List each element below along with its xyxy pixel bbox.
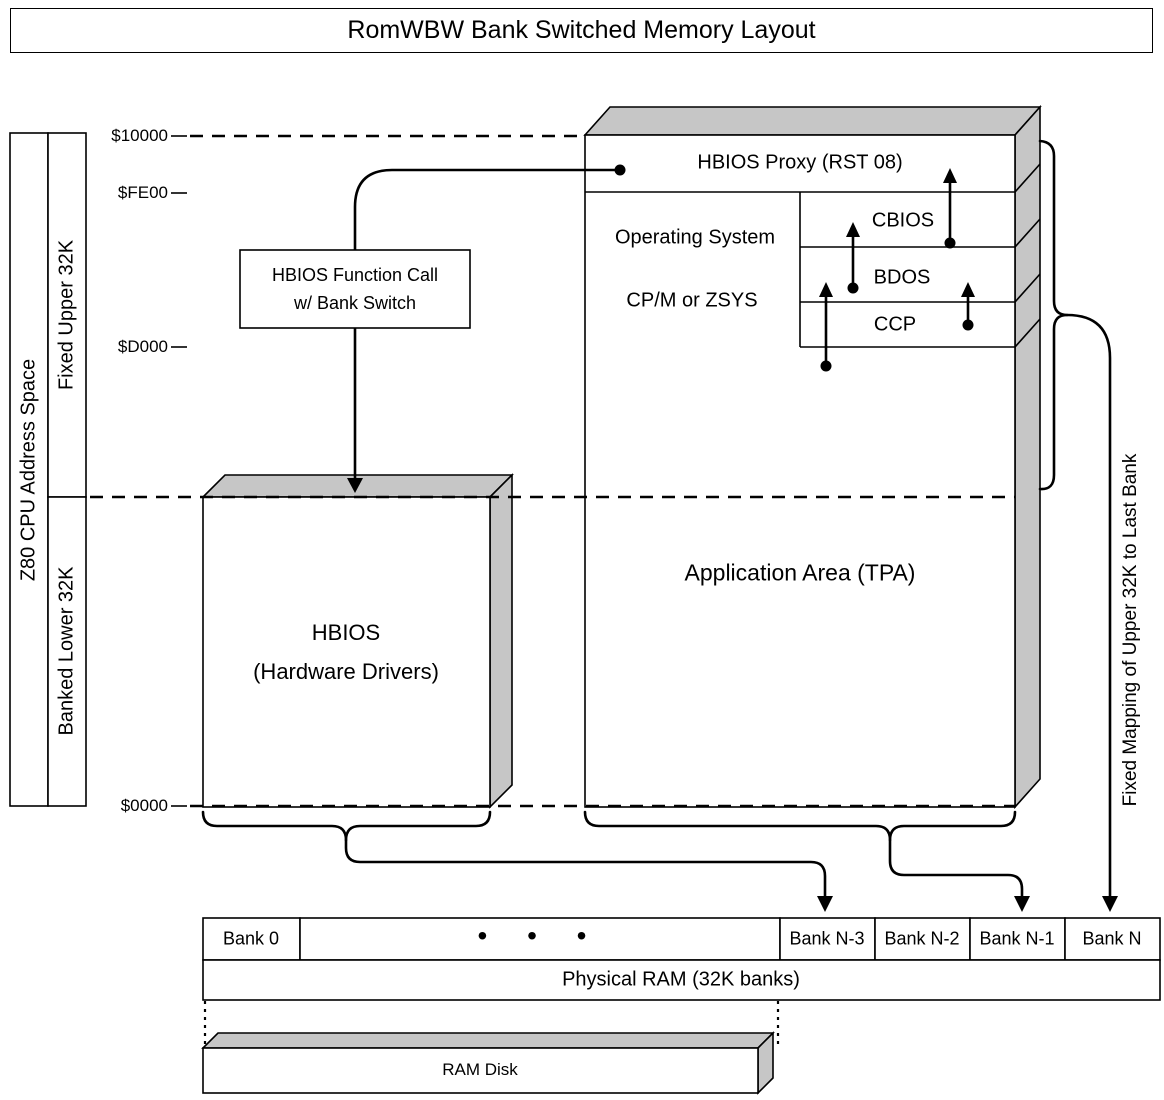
call-note-line2: w/ Bank Switch (293, 293, 417, 313)
address-d000: $D000 (117, 337, 168, 356)
up-arrowhead (943, 168, 957, 183)
arrow-origin-dot (847, 282, 859, 294)
up-arrowhead (846, 222, 860, 237)
ram-disk-box (201, 1031, 775, 1095)
physical-ram-label: Physical RAM (32K banks) (562, 968, 800, 991)
ram-disk-label: RAM Disk (442, 1060, 518, 1079)
main-box-top-face (583, 106, 1042, 136)
address-10000: $10000 (111, 126, 168, 145)
down-curly-brace (201, 810, 492, 842)
bank-n3-label: Bank N-3 (789, 928, 865, 949)
bank-ellipsis-box (299, 917, 781, 961)
bank-row (202, 917, 1161, 1001)
address-ticks (171, 135, 187, 807)
z80-address-space-bar (9, 132, 49, 807)
bdos-to-cbios-arrow (846, 222, 860, 294)
arrow-origin-dot (820, 360, 832, 372)
fixed-upper-label: Fixed Upper 32K (55, 239, 78, 391)
bank-n1-label: Bank N-1 (979, 928, 1055, 949)
banked-lower-bar (47, 496, 87, 807)
tpa-brace-to-bank-n1 (583, 810, 1030, 912)
ccp-to-bdos-arrow (961, 282, 975, 331)
bank-n-box (1064, 917, 1161, 961)
left-axis-bars (9, 132, 87, 807)
up-arrowhead (819, 282, 833, 297)
bank-0-label: Bank 0 (222, 928, 280, 949)
proxy-to-hbios-arrow (347, 164, 626, 493)
arrow-origin-dot (944, 237, 956, 249)
bank-ellipsis: • • • (477, 920, 603, 951)
hbios-box-front-face (202, 496, 491, 808)
bank-0-box (202, 917, 301, 961)
call-note-line1: HBIOS Function Call (271, 265, 439, 285)
cbios-to-proxy-arrow (943, 168, 957, 249)
up-arrowhead (961, 282, 975, 297)
tpa-to-bdos-arrow (819, 282, 833, 372)
down-arrowhead (1014, 896, 1030, 912)
down-arrowhead (347, 478, 363, 493)
cbios-label: CBIOS (871, 209, 935, 232)
hbios-box-right-face (489, 473, 513, 809)
z80-address-space-label: Z80 CPU Address Space (17, 358, 40, 582)
banked-lower-label: Banked Lower 32K (55, 566, 78, 736)
hbios-box-label-line1: HBIOS (311, 620, 381, 645)
address-fe00: $FE00 (117, 183, 168, 202)
cpm-zsys-label: CP/M or ZSYS (626, 289, 758, 312)
application-area-label: Application Area (TPA) (684, 559, 916, 586)
bank-n-connector (1065, 313, 1112, 899)
call-note-box (239, 249, 471, 329)
main-box-right-face (1014, 104, 1041, 810)
diagram-title: RomWBW Bank Switched Memory Layout (10, 8, 1153, 53)
bank-n2-label: Bank N-2 (884, 928, 960, 949)
bank-n2-box (874, 917, 971, 961)
upper32k-brace-to-bank-n (1038, 139, 1118, 912)
hbios-memory-box (201, 473, 514, 809)
ccp-label: CCP (873, 313, 917, 336)
call-note-label: HBIOS Function Call w/ Bank Switch (272, 261, 438, 317)
address-boundary-lines (90, 134, 1015, 808)
down-curly-brace (583, 810, 1017, 842)
bank-n1-connector (888, 838, 1024, 899)
physical-ram-bar (202, 959, 1161, 1001)
ram-disk-front-face (202, 1047, 759, 1094)
arrow-origin-dot (962, 319, 974, 331)
fixed-mapping-label: Fixed Mapping of Upper 32K to Last Bank (1120, 453, 1141, 807)
operating-system-label: Operating System (614, 226, 776, 249)
bdos-label: BDOS (873, 266, 931, 289)
hbios-box-label-line2: (Hardware Drivers) (253, 659, 439, 684)
ram-disk-top-face (201, 1032, 775, 1049)
hbios-proxy-label: HBIOS Proxy (RST 08) (697, 151, 903, 174)
bank-n-label: Bank N (1082, 928, 1142, 949)
bank-n3-connector (344, 838, 827, 899)
right-curly-brace (1038, 139, 1069, 491)
main-memory-box (583, 104, 1042, 810)
address-0000: $0000 (120, 796, 168, 815)
hbios-brace-to-bank-n3 (201, 810, 833, 912)
hbios-box-label: HBIOS (Hardware Drivers) (253, 613, 439, 691)
down-arrowhead (817, 896, 833, 912)
arrow-origin-dot (614, 164, 626, 176)
down-arrowhead (1102, 896, 1118, 912)
